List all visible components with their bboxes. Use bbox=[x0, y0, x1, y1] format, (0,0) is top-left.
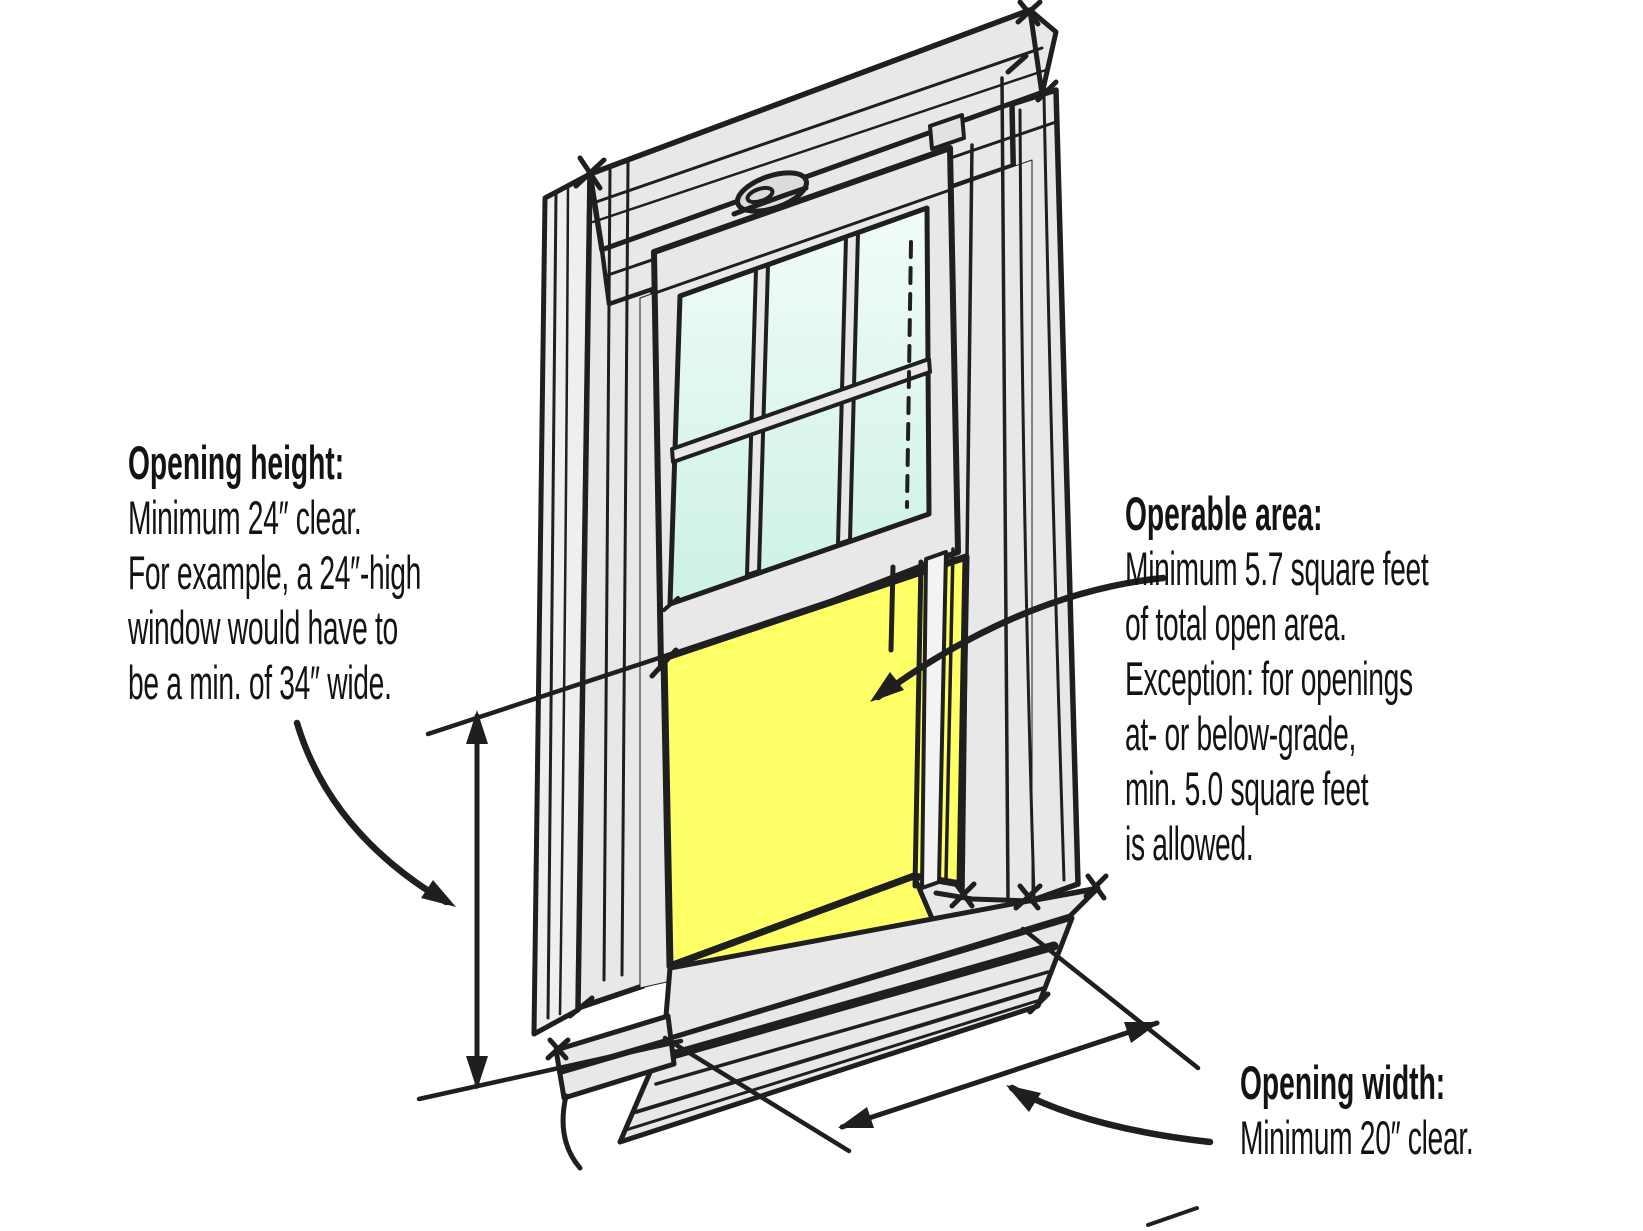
opening-width-leader-arrow bbox=[1006, 1084, 1214, 1146]
corner-tick-marks bbox=[545, 0, 1199, 1227]
arrowhead-icon bbox=[870, 672, 904, 702]
sash-cord-line bbox=[888, 564, 896, 653]
arrowhead-icon bbox=[421, 880, 456, 907]
opening-height-leader-arrow bbox=[293, 719, 456, 907]
opening-width-title: Opening width: bbox=[1240, 1056, 1446, 1109]
operable-area-line: at- or below-grade, bbox=[1125, 707, 1356, 760]
operable-area-line: min. 5.0 square feet bbox=[1125, 762, 1369, 815]
arrowhead-left-icon bbox=[838, 1107, 874, 1128]
height-extension-line-top bbox=[425, 650, 677, 737]
arrowhead-down-icon bbox=[466, 1056, 488, 1090]
operable-area-title: Operable area: bbox=[1125, 487, 1323, 540]
window-illustration bbox=[531, 0, 1199, 1227]
opening-height-annotation: Opening height: Minimum 24″ clear. For e… bbox=[128, 435, 421, 710]
operable-area-line: Exception: for openings bbox=[1125, 652, 1413, 705]
muntin-horizontal bbox=[670, 357, 932, 464]
opening-height-line: For example, a 24″-high bbox=[128, 546, 422, 599]
opening-height-line: Minimum 24″ clear. bbox=[128, 491, 362, 544]
height-extension-line-bottom bbox=[416, 1038, 684, 1102]
opening-width-annotation: Opening width: Minimum 20″ clear. bbox=[1240, 1055, 1474, 1165]
operable-area-line: is allowed. bbox=[1125, 817, 1254, 870]
dimension-annotations bbox=[293, 574, 1214, 1154]
opening-width-line: Minimum 20″ clear. bbox=[1240, 1111, 1474, 1164]
operable-area-line: Minimum 5.7 square feet bbox=[1125, 542, 1429, 595]
sill-sketch-lines bbox=[624, 872, 1099, 1132]
upper-sash bbox=[651, 145, 961, 671]
operable-area-line: of total open area. bbox=[1125, 597, 1347, 650]
opening-height-title: Opening height: bbox=[128, 436, 345, 489]
lower-sash-stile bbox=[920, 550, 948, 890]
operable-area-annotation: Operable area: Minimum 5.7 square feet o… bbox=[1125, 486, 1429, 871]
width-extension-line-right bbox=[1020, 926, 1201, 1071]
arrowhead-right-icon bbox=[1124, 1022, 1160, 1043]
lower-sash-edge bbox=[888, 547, 955, 890]
width-extension-line-left bbox=[662, 1035, 852, 1154]
sash-lock bbox=[731, 170, 809, 217]
operable-area-leader-arrow bbox=[870, 574, 1167, 702]
arrowhead-icon bbox=[1006, 1085, 1041, 1112]
opening-height-line: window would have to bbox=[128, 601, 398, 654]
opening-height-dimension bbox=[416, 650, 684, 1102]
top-casing-end-face bbox=[1027, 7, 1059, 97]
arrowhead-up-icon bbox=[466, 710, 488, 744]
pulley-detail bbox=[928, 113, 966, 151]
opening-width-dimension bbox=[662, 926, 1201, 1154]
top-rail-line bbox=[656, 188, 952, 294]
apron-curl bbox=[560, 1093, 583, 1171]
opening-height-line: be a min. of 34″ wide. bbox=[128, 656, 392, 709]
hidden-sash-dashed-line bbox=[905, 240, 913, 509]
width-dimension-line bbox=[839, 1020, 1160, 1130]
